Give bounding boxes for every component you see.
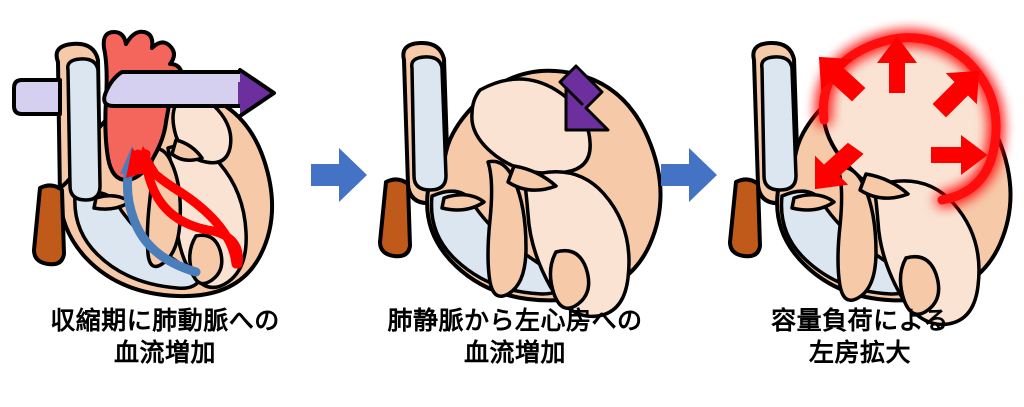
apex-trabecula: [548, 249, 591, 310]
expansion-arrow-up: [877, 36, 917, 93]
arrow-right-icon: [661, 148, 717, 202]
panel-systole-pulmonary-flow: [0, 0, 330, 300]
caption-line: 血流増加: [463, 339, 566, 367]
step-arrow-2: [655, 140, 725, 210]
arrow-right-icon: [311, 148, 367, 202]
caption-line: 血流増加: [113, 339, 216, 367]
caption-line: 容量負荷による: [771, 307, 949, 335]
expansion-arrow-up-left: [818, 56, 866, 102]
inferior-vena-cava: [728, 177, 762, 259]
apex-trabecula: [898, 255, 941, 316]
pulmonary-artery-arrowhead: [238, 70, 274, 116]
red-flow-arrowhead-2: [126, 148, 152, 178]
panel-pulmonary-vein-to-left-atrium: [370, 0, 700, 319]
panel-left-atrial-enlargement: [720, 0, 1024, 327]
tricuspid-valve: [790, 193, 836, 212]
right-atrium-blood: [410, 55, 448, 192]
inferior-vena-cava: [378, 177, 412, 259]
caption-line: 収縮期に肺動脈への: [50, 307, 280, 335]
caption-panel-1: 収縮期に肺動脈への 血流増加: [0, 305, 335, 369]
expansion-arrows: [815, 36, 988, 190]
pulmonary-artery-tube: [102, 70, 244, 108]
caption-panel-3: 容量負荷による 左房拡大: [690, 305, 1024, 369]
expansion-arrow-up-right: [932, 70, 980, 118]
caption-line: 肺静脈から左心房への: [387, 307, 643, 335]
mitral-valve: [170, 138, 204, 162]
pulmonary-artery-arrowhead-outline: [238, 68, 276, 118]
expansion-arrow-right: [931, 135, 988, 175]
caption-panel-2: 肺静脈から左心房への 血流増加: [345, 305, 685, 369]
expansion-arrow-down-left: [815, 142, 864, 190]
purple-inflow-arrow: [558, 64, 610, 132]
step-arrow-1: [305, 140, 375, 210]
right-atrium-blood: [760, 55, 798, 192]
mitral-valve: [506, 164, 558, 192]
inferior-vena-cava: [32, 183, 66, 267]
right-atrium-blood: [66, 57, 102, 202]
apex-trabecula: [188, 233, 224, 286]
pulmonary-vein-stub: [12, 78, 62, 116]
mitral-valve: [858, 172, 910, 200]
caption-line: 左房拡大: [808, 339, 911, 367]
tricuspid-valve: [440, 193, 486, 212]
